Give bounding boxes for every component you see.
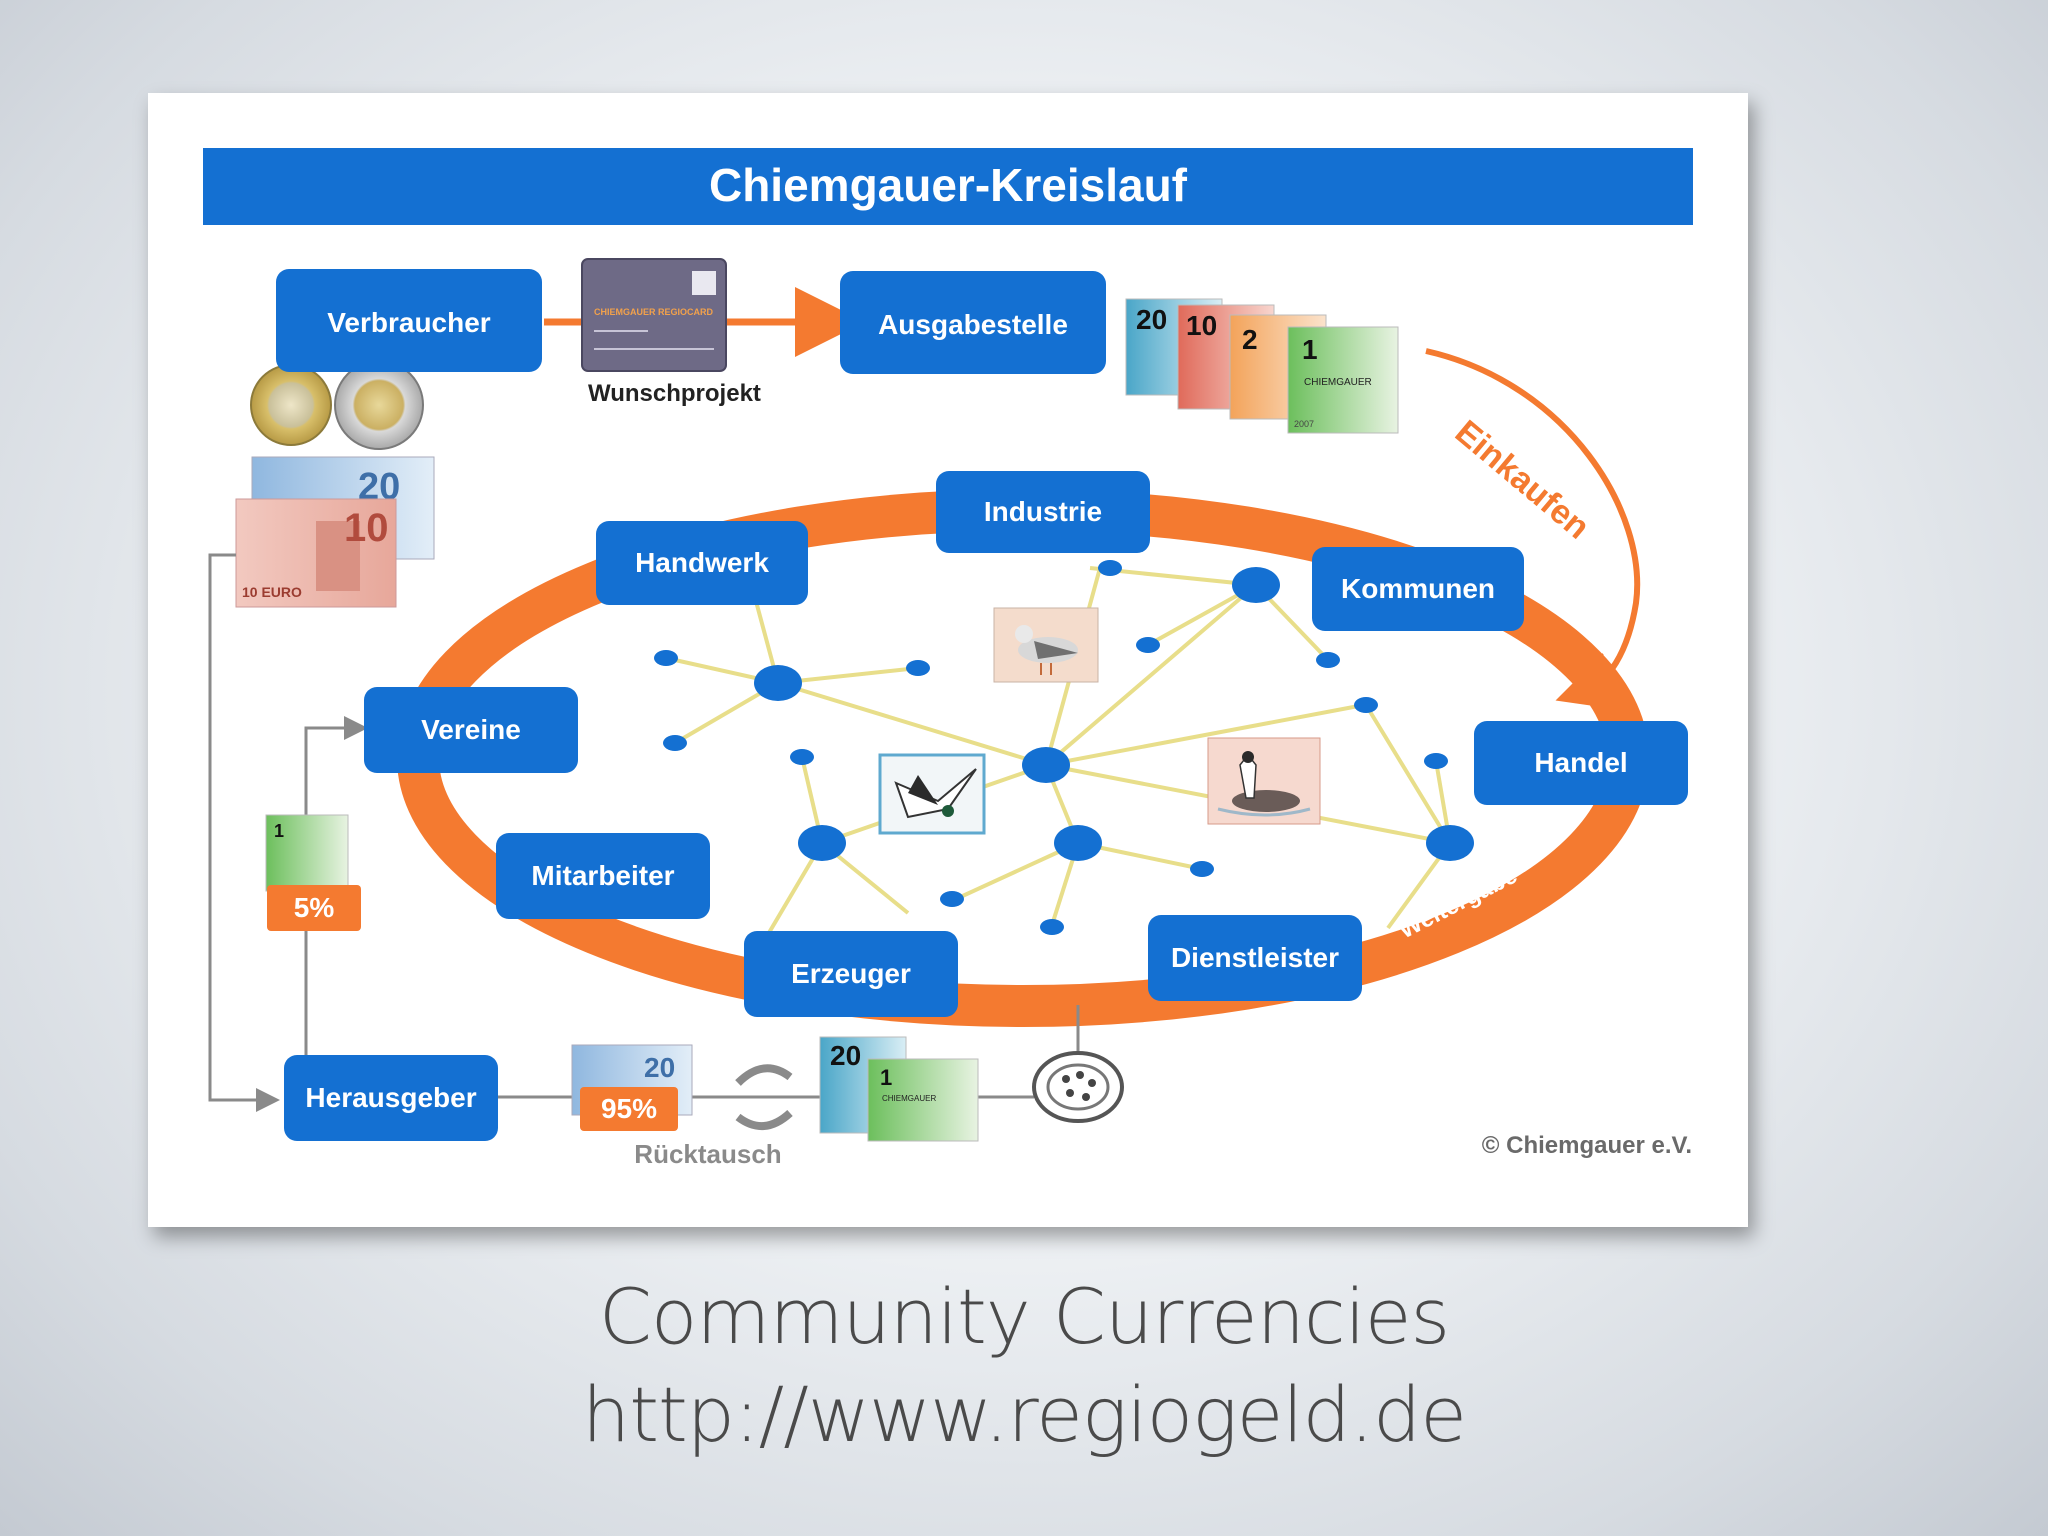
gray-line-herausgeber-to-vereine	[304, 716, 368, 1055]
seagull-stamp-image	[993, 607, 1099, 683]
network-node	[1424, 753, 1448, 769]
network-node	[754, 665, 802, 701]
svg-text:10 EURO: 10 EURO	[242, 584, 302, 600]
svg-text:10: 10	[344, 506, 389, 550]
exchange-arrows-icon	[735, 1064, 793, 1130]
network-node	[1190, 861, 1214, 877]
chiemgauer-diagram: Chiemgauer-Kreislauf	[203, 148, 1693, 1169]
network-node	[1040, 919, 1064, 935]
node-kommunen: Kommunen	[1312, 547, 1524, 631]
svg-text:10: 10	[1186, 310, 1217, 341]
node-handwerk: Handwerk	[596, 521, 808, 605]
svg-text:1: 1	[1302, 334, 1318, 365]
wunschprojekt-label: Wunschprojekt	[588, 380, 761, 407]
network-node	[798, 825, 846, 861]
network-node	[1316, 652, 1340, 668]
svg-text:Kommunen: Kommunen	[1341, 573, 1495, 604]
svg-text:1: 1	[880, 1065, 892, 1090]
network-node	[1022, 747, 1070, 783]
node-verbraucher: Verbraucher	[276, 269, 542, 372]
caption-url: http://www.regiogeld.de	[582, 1370, 1467, 1459]
svg-text:Handel: Handel	[1534, 747, 1627, 778]
diagram-title: Chiemgauer-Kreislauf	[709, 159, 1188, 211]
einkaufen-label: Einkaufen	[1448, 413, 1597, 547]
svg-text:2007: 2007	[1294, 419, 1314, 429]
title-bar	[203, 148, 1693, 225]
svg-text:CHIEMGAUER: CHIEMGAUER	[1304, 377, 1372, 388]
network-node	[1098, 560, 1122, 576]
node-industrie: Industrie	[936, 471, 1150, 553]
network-node	[1354, 697, 1378, 713]
caption-title: Community Currencies	[598, 1272, 1450, 1361]
drain-icon	[1032, 1051, 1124, 1123]
svg-text:Industrie: Industrie	[984, 496, 1102, 527]
grebe-stamp-image	[1207, 737, 1321, 825]
network-node	[1054, 825, 1102, 861]
node-erzeuger: Erzeuger	[744, 931, 958, 1017]
node-dienstleister: Dienstleister	[1148, 915, 1362, 1001]
copyright-text: © Chiemgauer e.V.	[1482, 1132, 1692, 1159]
regiocard-image: CHIEMGAUER REGIOCARD	[581, 258, 727, 372]
five-percent-badge	[267, 885, 361, 931]
svg-text:20: 20	[1136, 304, 1167, 335]
duck-stamp-image	[878, 753, 986, 835]
network-node	[1232, 567, 1280, 603]
euro-notes-image: 20 10 10 EURO	[235, 456, 435, 608]
gray-line-euro-to-herausgeber	[208, 553, 280, 1112]
ruecktausch-notes-image: 20 1 CHIEMGAUER	[819, 1036, 979, 1142]
svg-text:Erzeuger: Erzeuger	[791, 958, 911, 989]
node-vereine: Vereine	[364, 687, 578, 773]
ninetyfive-percent-badge	[580, 1087, 678, 1131]
svg-text:Dienstleister: Dienstleister	[1171, 942, 1339, 973]
euro-coins-image	[250, 360, 424, 450]
svg-text:CHIEMGAUER REGIOCARD: CHIEMGAUER REGIOCARD	[594, 307, 714, 317]
svg-text:20: 20	[644, 1052, 675, 1083]
network-node	[906, 660, 930, 676]
svg-text:1: 1	[274, 821, 284, 841]
ninetyfive-percent-text: 95%	[601, 1093, 657, 1124]
svg-text:Mitarbeiter: Mitarbeiter	[531, 860, 674, 891]
network-node	[1426, 825, 1474, 861]
network-nodes	[654, 560, 1474, 935]
svg-text:2: 2	[1242, 324, 1258, 355]
network-node	[1136, 637, 1160, 653]
chiemgauer-notes-stack: 20 10 2 1 CHIEMGAUER 2007	[1125, 298, 1399, 434]
network-node	[654, 650, 678, 666]
svg-text:Vereine: Vereine	[421, 714, 521, 745]
ruecktausch-label: Rücktausch	[634, 1139, 781, 1169]
svg-text:20: 20	[830, 1040, 861, 1071]
node-herausgeber: Herausgeber	[284, 1055, 498, 1141]
svg-text:Verbraucher: Verbraucher	[327, 307, 491, 338]
einkaufen-arrow	[1425, 348, 1641, 710]
five-percent-note-image: 1	[265, 814, 349, 892]
svg-text:CHIEMGAUER: CHIEMGAUER	[882, 1094, 936, 1103]
svg-text:Ausgabestelle: Ausgabestelle	[878, 309, 1068, 340]
svg-text:Herausgeber: Herausgeber	[305, 1082, 476, 1113]
network-node	[663, 735, 687, 751]
network-node	[790, 749, 814, 765]
svg-text:Handwerk: Handwerk	[635, 547, 769, 578]
network-node	[940, 891, 964, 907]
five-percent-text: 5%	[294, 892, 335, 923]
slide-card: Chiemgauer-Kreislauf	[148, 93, 1748, 1227]
node-ausgabestelle: Ausgabestelle	[840, 271, 1106, 374]
node-handel: Handel	[1474, 721, 1688, 805]
node-mitarbeiter: Mitarbeiter	[496, 833, 710, 919]
